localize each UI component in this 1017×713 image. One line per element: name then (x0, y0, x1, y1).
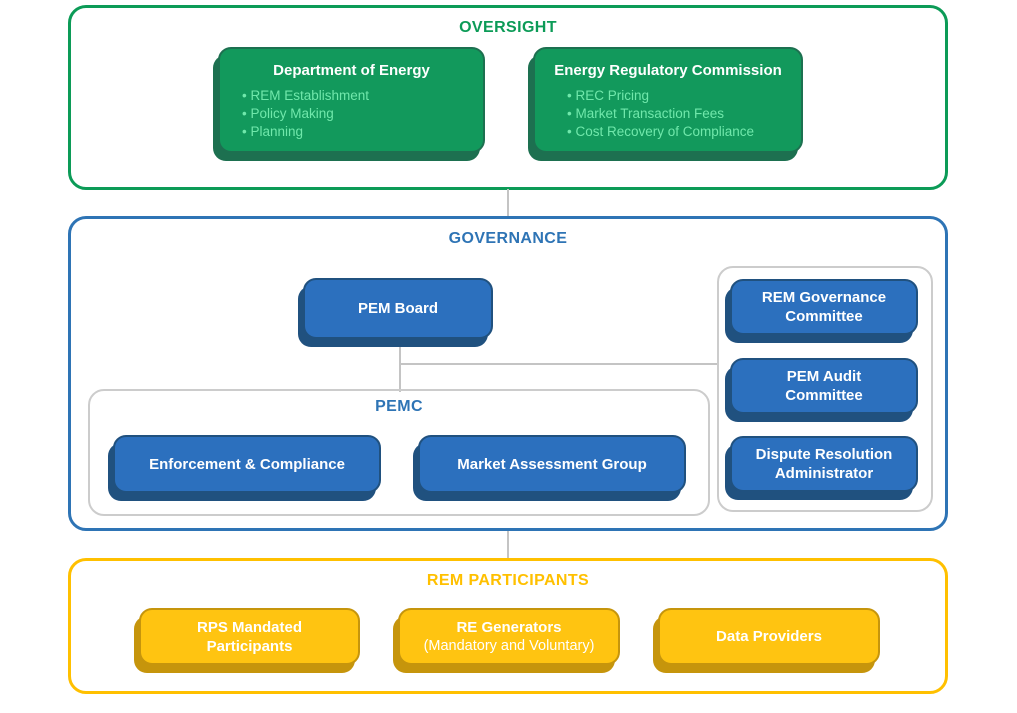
bullet-item: Market Transaction Fees (567, 105, 801, 123)
box-title-line: REM Governance (761, 289, 887, 306)
box-rps-mandated-participants: RPS Mandated Participants (139, 608, 360, 665)
box-title: Energy Regulatory Commission (554, 62, 782, 79)
participants-title: REM PARTICIPANTS (426, 572, 590, 589)
oversight-title: OVERSIGHT (459, 19, 557, 36)
box-dispute-resolution-administrator: Dispute Resolution Administrator (730, 436, 918, 492)
section-participants: REM PARTICIPANTS RPS Mandated Participan… (68, 558, 948, 694)
box-data-providers: Data Providers (658, 608, 880, 665)
box-department-of-energy: Department of Energy REM Establishment P… (218, 47, 485, 153)
pemc-title: PEMC (375, 398, 423, 415)
box-rem-governance-committee: REM Governance Committee (730, 279, 918, 335)
section-oversight: OVERSIGHT Department of Energy REM Estab… (68, 5, 948, 190)
box-title-line: RPS Mandated (196, 618, 302, 636)
box-title: Department of Energy (273, 62, 430, 79)
box-title-line: Committee (785, 308, 863, 325)
box-title-line: PEM Audit (786, 368, 862, 385)
box-pem-board: PEM Board (303, 278, 493, 339)
section-governance: GOVERNANCE PEMC Enforcement & Compliance… (68, 216, 948, 531)
box-market-assessment-group: Market Assessment Group (418, 435, 686, 493)
bullet-list: REC Pricing Market Transaction Fees Cost… (535, 87, 801, 141)
box-subtitle-line: (Mandatory and Voluntary) (423, 637, 595, 654)
bullet-item: REC Pricing (567, 87, 801, 105)
connector-oversight-governance (507, 189, 509, 216)
box-pem-audit-committee: PEM Audit Committee (730, 358, 918, 414)
box-title-line: Committee (785, 387, 863, 404)
group-committees: REM Governance Committee PEM Audit Commi… (717, 266, 933, 512)
box-re-generators: RE Generators (Mandatory and Voluntary) (398, 608, 620, 665)
connector-governance-participants (507, 531, 509, 558)
box-enforcement-compliance: Enforcement & Compliance (113, 435, 381, 493)
group-pemc: PEMC Enforcement & Compliance Market Ass… (88, 389, 710, 516)
box-title: PEM Board (357, 300, 438, 317)
bullet-item: Policy Making (242, 105, 483, 123)
box-title-line: Dispute Resolution (755, 446, 893, 463)
bullet-item: Cost Recovery of Compliance (567, 123, 801, 141)
box-title-line: RE Generators (456, 618, 562, 636)
bullet-list: REM Establishment Policy Making Planning (220, 87, 483, 141)
box-title-line: Participants (206, 637, 293, 655)
box-title: Market Assessment Group (457, 455, 647, 473)
box-title: Enforcement & Compliance (149, 455, 345, 473)
bullet-item: REM Establishment (242, 87, 483, 105)
box-title: Data Providers (716, 628, 822, 645)
governance-title: GOVERNANCE (448, 230, 568, 247)
box-title-line: Administrator (774, 465, 874, 482)
connector-pem-board-pemc (399, 341, 401, 392)
bullet-item: Planning (242, 123, 483, 141)
box-energy-regulatory-commission: Energy Regulatory Commission REC Pricing… (533, 47, 803, 153)
connector-pem-board-committees (399, 363, 717, 365)
